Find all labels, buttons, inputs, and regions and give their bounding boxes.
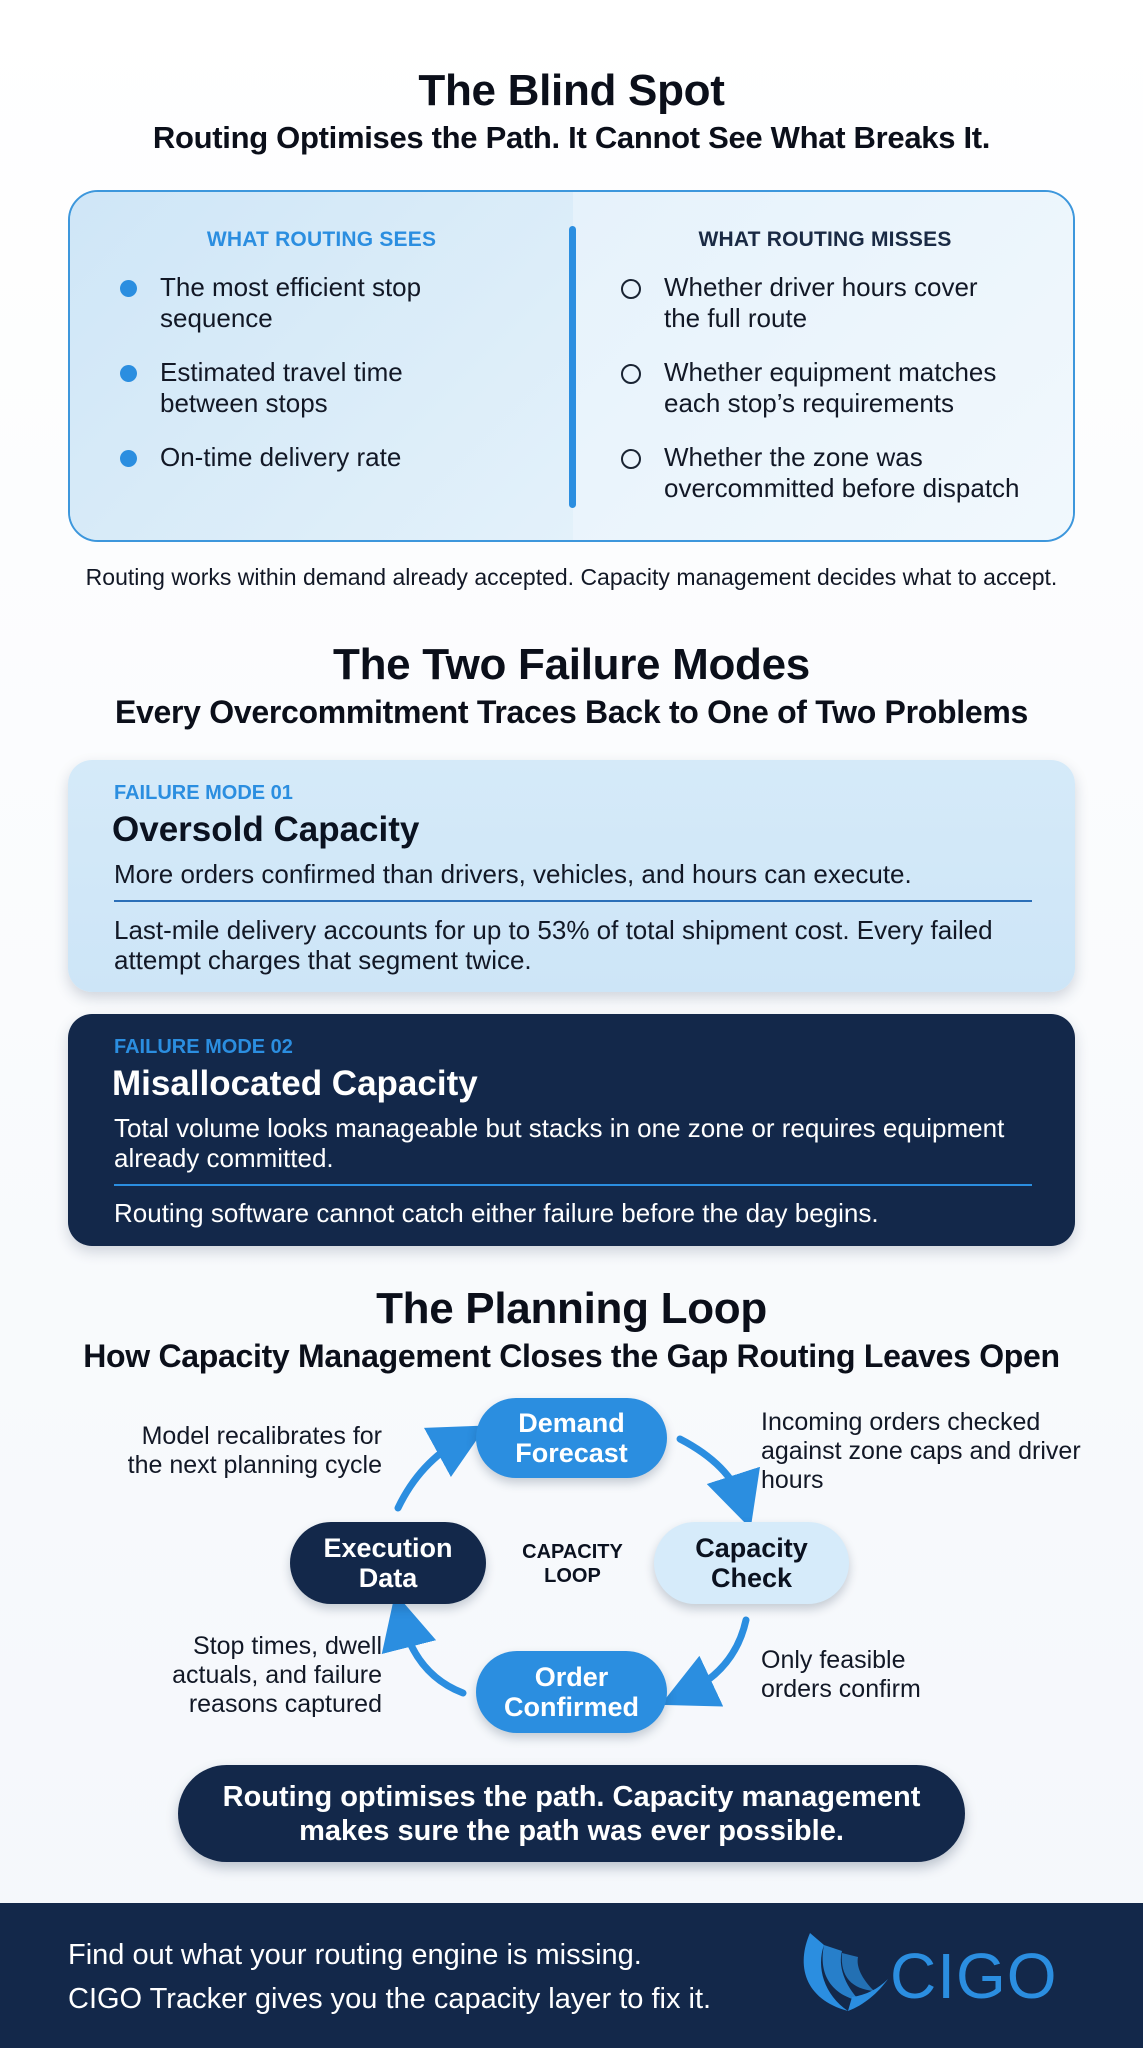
node-order-confirmed: Order Confirmed <box>476 1651 667 1733</box>
footer-line-1: Find out what your routing engine is mis… <box>68 1939 642 1971</box>
footer-banner: Find out what your routing engine is mis… <box>0 1903 1143 2048</box>
note-recalibrate: Model recalibrates for the next planning… <box>127 1422 382 1479</box>
bullet-dot-icon <box>120 450 137 467</box>
failure-mode-card-02: FAILURE MODE 02 Misallocated Capacity To… <box>68 1014 1075 1246</box>
card-description: More orders confirmed than drivers, vehi… <box>114 859 912 889</box>
card-label: FAILURE MODE 02 <box>114 1036 293 1058</box>
failure-mode-card-01: FAILURE MODE 01 Oversold Capacity More o… <box>68 760 1075 992</box>
node-demand-forecast: Demand Forecast <box>476 1398 667 1478</box>
bullet-ring-icon <box>621 364 641 384</box>
bullet-ring-icon <box>621 449 641 469</box>
card-divider <box>114 900 1032 902</box>
arrow-order-to-execution <box>381 1592 467 1697</box>
arrow-capacity-to-order <box>660 1616 750 1707</box>
card-footnote: Routing software cannot catch either fai… <box>114 1198 879 1228</box>
note-incoming-orders: Incoming orders checked against zone cap… <box>761 1408 1081 1494</box>
arrow-demand-to-capacity <box>676 1435 760 1529</box>
summary-callout: Routing optimises the path. Capacity man… <box>178 1765 965 1862</box>
blind-spot-subtitle: Routing Optimises the Path. It Cannot Se… <box>152 120 991 155</box>
misses-heading: WHAT ROUTING MISSES <box>698 228 952 251</box>
card-description: Total volume looks manageable but stacks… <box>114 1113 1005 1173</box>
card-footnote: Last-mile delivery accounts for up to 53… <box>114 915 993 975</box>
bullet-ring-icon <box>621 279 641 299</box>
card-label: FAILURE MODE 01 <box>114 782 293 804</box>
brand-wordmark: CIGO <box>890 1940 1058 2012</box>
sees-item: On-time delivery rate <box>160 442 402 472</box>
planning-loop-subtitle: How Capacity Management Closes the Gap R… <box>83 1338 1060 1374</box>
planning-loop-title: The Planning Loop <box>376 1284 767 1333</box>
arrow-execution-to-demand <box>394 1425 487 1512</box>
note-execution-capture: Stop times, dwell actuals, and failure r… <box>172 1632 382 1718</box>
blind-spot-note: Routing works within demand already acce… <box>85 564 1058 590</box>
bullet-dot-icon <box>120 280 137 297</box>
blind-spot-title: The Blind Spot <box>418 66 725 115</box>
sees-heading: WHAT ROUTING SEES <box>206 228 437 251</box>
routing-comparison-panel: WHAT ROUTING SEES WHAT ROUTING MISSES Th… <box>68 190 1075 542</box>
failure-modes-subtitle: Every Overcommitment Traces Back to One … <box>114 694 1028 730</box>
node-capacity-check: Capacity Check <box>654 1522 849 1604</box>
loop-arrows <box>381 1425 760 1707</box>
column-divider <box>569 226 576 508</box>
routing-misses-column <box>573 192 1073 540</box>
footer-line-2: CIGO Tracker gives you the capacity laye… <box>68 1983 712 2015</box>
card-title: Misallocated Capacity <box>112 1064 478 1103</box>
cigo-bird-logo-icon <box>803 1933 888 2011</box>
bullet-dot-icon <box>120 365 137 382</box>
failure-modes-title: The Two Failure Modes <box>333 640 810 689</box>
card-divider <box>114 1184 1032 1186</box>
node-execution-data: Execution Data <box>290 1522 486 1604</box>
card-title: Oversold Capacity <box>112 810 420 849</box>
routing-sees-column <box>70 192 573 540</box>
capacity-loop-label: CAPACITY LOOP <box>522 1541 623 1587</box>
note-feasible-orders: Only feasible orders confirm <box>761 1646 921 1703</box>
